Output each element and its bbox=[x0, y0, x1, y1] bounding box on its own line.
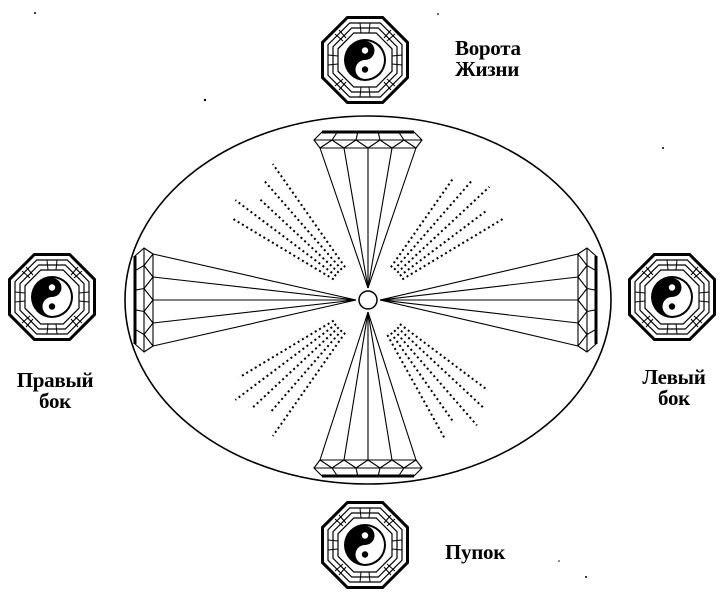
dotted-ray bbox=[391, 177, 454, 267]
cone-line bbox=[153, 300, 356, 323]
cone-right bbox=[380, 248, 596, 352]
left-bagua-icon bbox=[10, 255, 95, 340]
dotted-ray bbox=[400, 324, 488, 390]
cone-facet bbox=[320, 460, 344, 468]
dotted-ray bbox=[402, 219, 503, 280]
dotted-ray bbox=[252, 327, 338, 408]
cone-down bbox=[314, 312, 422, 476]
top-bagua-icon bbox=[323, 18, 408, 103]
label-life-gate: Ворота Жизни bbox=[455, 38, 521, 80]
cone-line bbox=[344, 148, 368, 288]
cone-facet bbox=[144, 300, 153, 323]
cone-line bbox=[380, 300, 578, 346]
cone-facet bbox=[144, 254, 153, 277]
cone-line bbox=[380, 277, 578, 300]
cone-line bbox=[344, 312, 368, 460]
dotted-ray bbox=[273, 164, 345, 267]
cone-facet bbox=[344, 460, 368, 468]
label-right-side: Правый бок bbox=[10, 370, 100, 412]
cone-facet bbox=[368, 460, 392, 468]
dotted-ray bbox=[400, 210, 488, 276]
cone-line bbox=[153, 254, 356, 300]
cone-line bbox=[153, 277, 356, 300]
cone-left bbox=[135, 248, 356, 352]
cone-facet bbox=[392, 460, 416, 468]
bottom-bagua-icon bbox=[323, 503, 408, 588]
cone-facet bbox=[144, 277, 153, 300]
dotted-ray bbox=[270, 330, 342, 413]
cone-facet bbox=[578, 277, 587, 300]
cone-facet bbox=[320, 140, 344, 148]
cone-facet bbox=[578, 254, 587, 277]
dotted-ray bbox=[273, 333, 345, 436]
center-point bbox=[359, 291, 377, 309]
dotted-ray bbox=[391, 333, 454, 423]
cone-line bbox=[380, 300, 578, 323]
dotted-ray bbox=[397, 327, 483, 408]
dotted-ray bbox=[387, 335, 444, 438]
cone-facet bbox=[578, 323, 587, 346]
dotted-ray bbox=[394, 330, 477, 425]
cone-line bbox=[153, 300, 356, 346]
dotted-ray bbox=[264, 181, 342, 270]
dotted-ray bbox=[258, 198, 338, 273]
cone-facet bbox=[344, 140, 368, 148]
dotted-ray bbox=[235, 200, 336, 276]
dotted-ray bbox=[233, 219, 334, 280]
cone-facet bbox=[578, 300, 587, 323]
cone-line bbox=[368, 148, 392, 288]
cone-facet bbox=[144, 323, 153, 346]
label-navel: Пупок bbox=[445, 542, 505, 563]
dotted-ray bbox=[394, 181, 472, 270]
right-bagua-icon bbox=[630, 255, 715, 340]
cone-facet bbox=[368, 140, 392, 148]
dotted-ray bbox=[397, 187, 489, 273]
cone-line bbox=[368, 312, 392, 460]
cone-facet bbox=[392, 140, 416, 148]
cone-line bbox=[380, 254, 578, 300]
dotted-ray bbox=[239, 321, 333, 378]
dotted-ray bbox=[235, 324, 336, 400]
label-left-side: Левый бок bbox=[630, 367, 718, 409]
